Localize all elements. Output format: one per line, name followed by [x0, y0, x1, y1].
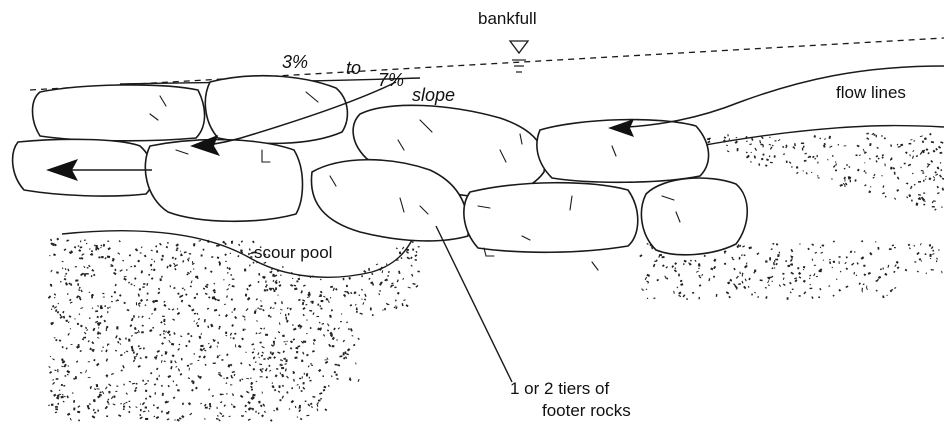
bankfull-line	[30, 38, 944, 90]
rock	[205, 76, 347, 144]
footer-rocks-label-line1: 1 or 2 tiers of	[510, 379, 609, 398]
streambed-gravel-left	[48, 238, 420, 422]
footer-rocks-label-line2: footer rocks	[542, 401, 631, 420]
rock	[145, 140, 302, 222]
rock	[13, 139, 153, 196]
slope-word-label: slope	[412, 85, 455, 105]
flow-lines-label: flow lines	[836, 83, 906, 102]
bankfull-marker-icon	[510, 41, 528, 72]
rocks	[13, 76, 748, 255]
scour-pool-bed-line	[62, 231, 412, 278]
slope-start-label: 3%	[282, 52, 308, 72]
scour-pool-label: scour pool	[254, 243, 332, 262]
rock	[33, 85, 205, 141]
rock	[641, 178, 747, 255]
rock	[464, 183, 638, 253]
bankfull-label: bankfull	[478, 9, 537, 28]
slope-to-label: to	[346, 58, 361, 78]
slope-end-label: 7%	[378, 70, 404, 90]
